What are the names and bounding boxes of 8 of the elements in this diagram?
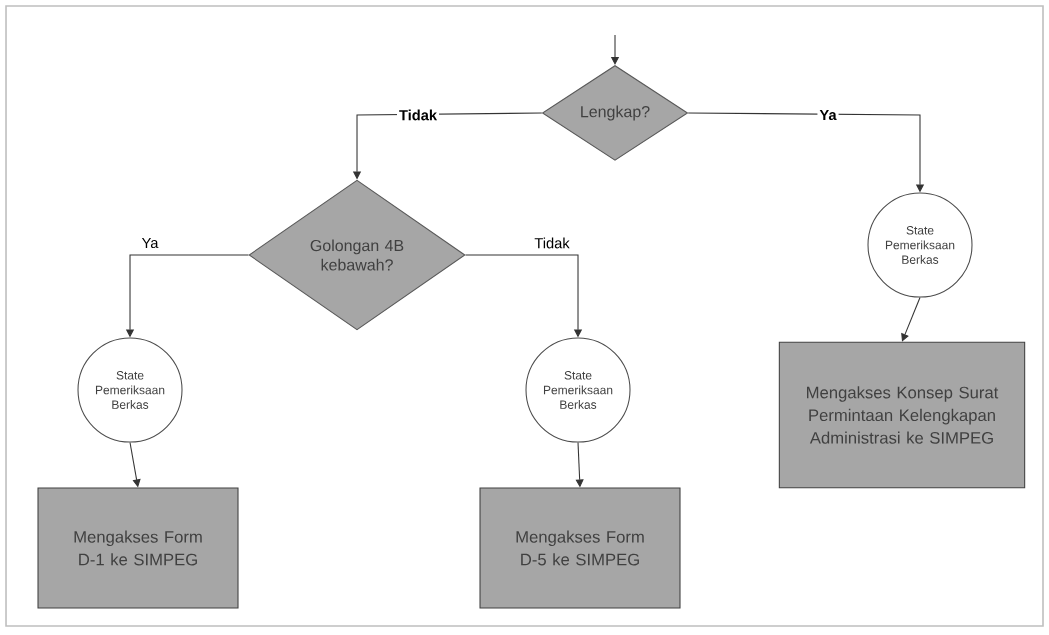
- arrow: [901, 297, 921, 342]
- process-box: Mengakses Form D-1 ke SIMPEG: [37, 487, 239, 609]
- edge-label: Tidak: [397, 107, 440, 123]
- edge-label: Ya: [817, 107, 839, 123]
- edge-label: Tidak: [532, 235, 572, 251]
- process-box: Mengakses Konsep Surat Permintaan Kelengkapan Administrasi ke SIMPEG: [778, 341, 1026, 489]
- process-box: Mengakses Form D-5 ke SIMPEG: [479, 487, 681, 609]
- edge-label: Ya: [139, 235, 161, 251]
